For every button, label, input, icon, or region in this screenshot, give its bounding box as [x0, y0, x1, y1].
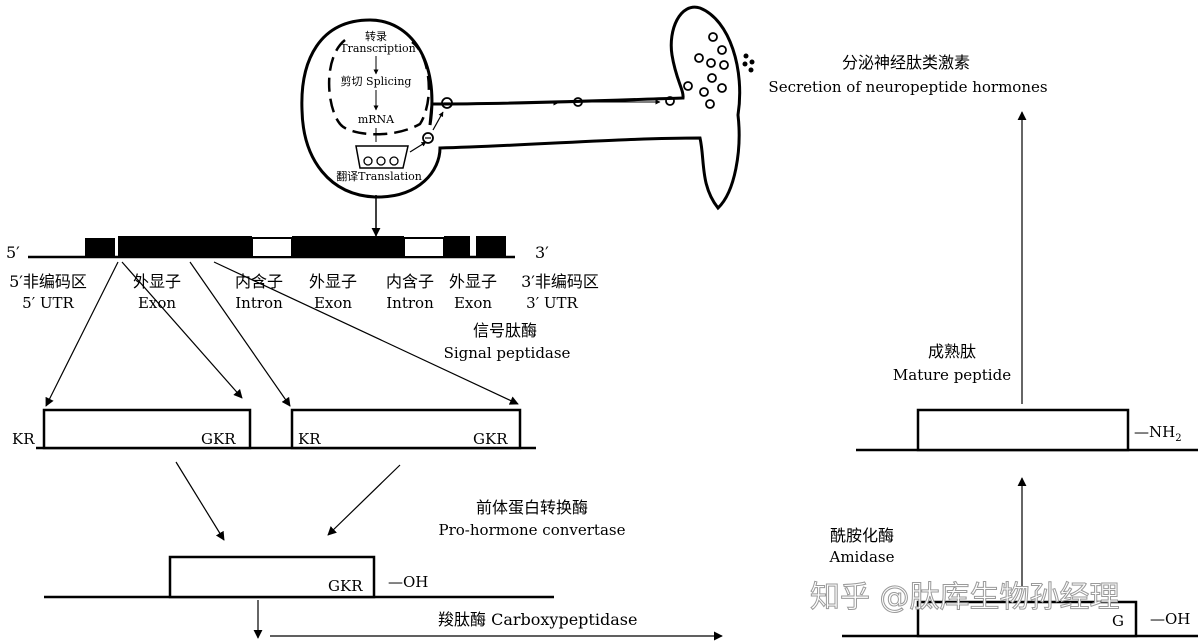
- amidation-stage: G —OH: [842, 600, 1198, 638]
- region-label-cn: 外显子: [309, 272, 357, 291]
- signal-peptidase-en: Signal peptidase: [444, 344, 571, 362]
- gkr-label: GKR: [201, 430, 236, 448]
- secreted-granules: [742, 53, 755, 73]
- intermediate-peptide: GKR —OH: [44, 555, 554, 599]
- translation-label: 翻译Translation: [336, 169, 422, 183]
- region-label-en: Intron: [386, 294, 434, 312]
- region-label-en: Intron: [235, 294, 283, 312]
- vesicle: [573, 97, 583, 107]
- mrna-label: mRNA: [358, 113, 395, 126]
- ribosome: [355, 145, 409, 169]
- amidase-en: Amidase: [829, 548, 895, 566]
- splicing-label: 剪切 Splicing: [341, 74, 412, 88]
- mature-peptide: —NH2: [856, 408, 1198, 452]
- region-label-en: Exon: [454, 294, 492, 312]
- region-label-en: 3′ UTR: [526, 294, 578, 312]
- region-label-cn: 外显子: [133, 272, 181, 291]
- region-label-cn: 外显子: [449, 272, 497, 291]
- nh2-label: —NH2: [1134, 423, 1182, 444]
- kr-label: KR: [298, 430, 321, 448]
- exon-mapping-arrows: [45, 261, 519, 407]
- precursor-peptides: KR GKR KR GKR: [12, 408, 536, 450]
- secretion-cn: 分泌神经肽类激素: [842, 53, 970, 72]
- neuron: 转录 Transcription 剪切 Splicing mRNA 翻译Tran…: [300, 5, 755, 211]
- terminal-vesicles: [683, 32, 729, 109]
- signal-peptidase-cn: 信号肽酶: [473, 321, 537, 340]
- prohormone-convertase-cn: 前体蛋白转换酶: [476, 498, 588, 517]
- prohormone-convertase-en: Pro-hormone convertase: [439, 521, 626, 539]
- secretion-en: Secretion of neuropeptide hormones: [768, 78, 1047, 96]
- oh-label: —OH: [1150, 610, 1190, 628]
- three-prime-label: 3′: [535, 243, 549, 262]
- region-label-cn: 内含子: [235, 272, 283, 291]
- carboxypeptidase-label: 羧肽酶 Carboxypeptidase: [438, 610, 637, 629]
- neuron-outline: [300, 5, 742, 211]
- amidase-cn: 酰胺化酶: [830, 526, 894, 545]
- g-label: G: [1112, 612, 1124, 630]
- transcription-en-label: Transcription: [340, 42, 416, 55]
- transcription-cn-label: 转录: [365, 29, 387, 43]
- region-label-cn: 5′非编码区: [9, 272, 87, 291]
- region-label-en: Exon: [314, 294, 352, 312]
- kr-label: KR: [12, 430, 35, 448]
- region-label-en: Exon: [138, 294, 176, 312]
- gkr-label: GKR: [328, 577, 363, 595]
- watermark: 知乎 @肽库生物孙经理: [810, 580, 1120, 615]
- region-label-cn: 内含子: [386, 272, 434, 291]
- region-label-en: 5′ UTR: [22, 294, 74, 312]
- gene-diagram: 5′ 3′ 5′非编码区 5′ UTR 外显子 Exon 内含子 Intron …: [6, 236, 599, 312]
- nucleus-membrane: [327, 39, 431, 136]
- gkr-label: GKR: [473, 430, 508, 448]
- oh-label: —OH: [388, 573, 428, 591]
- five-prime-label: 5′: [6, 243, 20, 262]
- region-label-cn: 3′非编码区: [521, 272, 599, 291]
- mature-peptide-en: Mature peptide: [893, 366, 1011, 384]
- mature-peptide-cn: 成熟肽: [928, 342, 976, 361]
